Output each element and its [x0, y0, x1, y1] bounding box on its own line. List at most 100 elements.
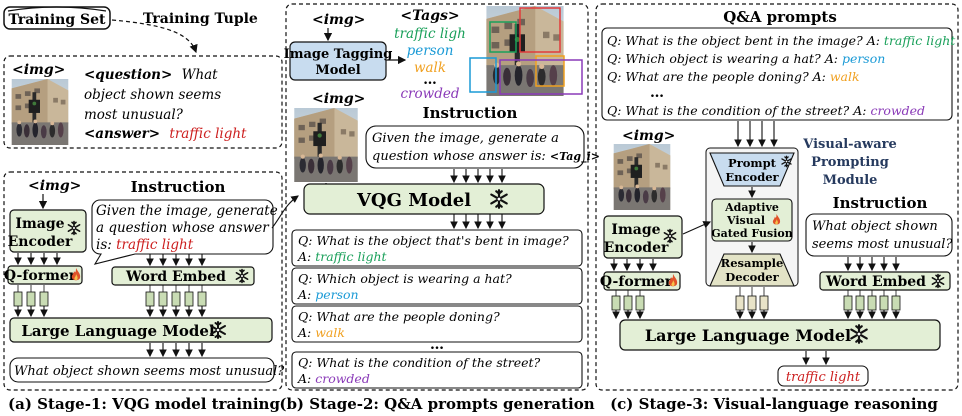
resample-decoder-box [709, 253, 795, 287]
visual-tokens [13, 285, 49, 307]
stage2-caption: (b) Stage-2: Q&A prompts generation [279, 395, 594, 413]
svg-text:Q: What is the condition of th: Q: What is the condition of the street? [298, 355, 541, 370]
stage1-instruction-bubble [91, 199, 274, 265]
training-set-database-icon [3, 6, 111, 30]
adaptive-fusion-box [711, 198, 793, 242]
stage1-output-text: What object shown seems most unusual? [14, 364, 285, 379]
stage3-instruction-title: Instruction [833, 194, 928, 212]
stage3-image-encoder-line1: Image [611, 222, 660, 238]
fusion-line3: Gated Fusion [711, 227, 792, 240]
stage3-llm-label: Large Language Model [645, 326, 851, 345]
image-encoder-box [9, 209, 87, 253]
stage3-prompt-tokens [735, 287, 769, 311]
tuple-answer-line: <answer> traffic light [84, 126, 247, 142]
prompt-line: Q: What are the people doning? A: walk [607, 69, 860, 84]
tuple-question-line2: object shown seems [84, 87, 221, 103]
module-title-line1: Visual-aware [802, 137, 896, 152]
stage1-instruction-line1: Given the image, generate [96, 203, 278, 219]
svg-text:Q: Which object is wearing a h: Q: Which object is wearing a hat? [298, 271, 512, 286]
svg-text:A: traffic light: A: traffic light [297, 249, 388, 264]
stage2-instruction-line2: question whose answer is: <Tag_i> [372, 149, 600, 164]
vqg-model-box [303, 183, 545, 215]
stage3-instruction-line1: What object shown [812, 219, 938, 234]
vqg-model-label: VQG Model [356, 190, 471, 211]
tags-label: <Tags> [400, 8, 459, 24]
svg-text:A: crowded: A: crowded [297, 371, 370, 386]
stage1-instruction-line3: is: traffic light [96, 237, 194, 253]
image-tagging-model-line2: Model [315, 63, 360, 78]
stage1-model-box [3, 171, 283, 391]
stage3-visual-tokens [611, 290, 645, 311]
fusion-line2: Visual [726, 214, 765, 227]
stage3-word-embed-label: Word Embed [825, 274, 926, 290]
module-title-line3: Module [823, 173, 878, 188]
stage2-instruction-title: Instruction [423, 104, 518, 122]
tag-ellipsis: … [423, 72, 437, 88]
stage3-panel: Q&A prompts Q: What is the object bent i… [595, 3, 959, 413]
image-tagging-model-line1: Image Tagging [284, 47, 393, 62]
module-title-line2: Prompting [811, 155, 889, 170]
stage1-instruction-line2: a question whose answer [96, 220, 270, 236]
encoder-to-fusion-arrow [682, 221, 712, 235]
tag-traffic-light: traffic ligh [394, 26, 466, 42]
stage1-to-vqg-arrow [271, 195, 299, 229]
stage3-qformer-box [603, 271, 681, 291]
qa-ellipsis: … [430, 337, 444, 353]
prompts-ellipsis: … [650, 85, 664, 101]
text-tokens [145, 285, 207, 307]
training-tuple-box [3, 55, 283, 149]
tag-person: person [407, 43, 454, 59]
stage3-street-photo [613, 144, 671, 210]
stage2-instruction-box [365, 125, 585, 169]
qa-item: Q: Which object is wearing a hat? A: per… [291, 267, 583, 305]
stage3-instruction-line2: seems most unusual? [812, 237, 953, 252]
image-tagging-model-box [289, 41, 387, 81]
tag-walk: walk [414, 60, 446, 76]
prompt-line: Q: What is the object bent in the image?… [607, 33, 956, 48]
fusion-line1: Adaptive [724, 201, 779, 214]
resample-line1: Resample [721, 256, 784, 270]
stage2-img-top-tag: <img> [312, 12, 365, 28]
stage1-llm-label: Large Language Model [21, 322, 215, 340]
stage1-instruction-title: Instruction [131, 178, 226, 196]
tuple-img-tag: <img> [12, 62, 65, 78]
stage3-image-encoder-line2: Encoder [604, 240, 669, 256]
svg-text:A: person: A: person [297, 287, 359, 302]
stage1-panel: Training Set Training Tuple <img> <quest… [3, 6, 299, 413]
stage2-img-tag: <img> [312, 91, 365, 107]
stage3-caption: (c) Stage-3: Visual-language reasoning [610, 395, 938, 413]
prompt-line: Q: What is the condition of the street? … [607, 103, 925, 118]
word-embed-box [111, 266, 255, 286]
qa-prompts-title: Q&A prompts [723, 8, 837, 26]
image-encoder-line1: Image [15, 216, 64, 232]
stage3-answer-text: traffic light [786, 370, 861, 385]
stage2-instruction-line1: Given the image, generate a [372, 131, 559, 146]
tagged-street-photo [469, 6, 583, 96]
prompt-encoder-box [709, 152, 795, 187]
qformer-label: Q-former [4, 268, 77, 284]
qa-item: Q: What are the people doning? A: walk [291, 305, 583, 343]
stage1-output-box [9, 357, 275, 383]
qformer-box [7, 265, 83, 285]
svg-text:A: walk: A: walk [297, 325, 345, 340]
qa-prompts-box [601, 27, 953, 121]
training-tuple-label: Training Tuple [143, 11, 258, 27]
stage3-image-encoder-box [603, 215, 683, 259]
tag-crowded: crowded [401, 86, 460, 102]
prompt-encoder-line2: Encoder [725, 170, 779, 184]
training-set-label: Training Set [9, 12, 107, 28]
stage1-img-tag: <img> [28, 178, 81, 194]
stage3-img-tag: <img> [622, 128, 675, 144]
stage2-street-photo [294, 108, 358, 182]
resample-line2: Decoder [725, 270, 779, 284]
image-encoder-line2: Encoder [8, 234, 73, 250]
tuple-street-photo [11, 79, 69, 145]
stage3-word-embed-box [819, 271, 951, 291]
stage2-panel: <img> Image Tagging Model <Tags> traffic… [279, 3, 600, 413]
word-embed-label: Word Embed [125, 269, 226, 285]
stage3-border [595, 3, 959, 391]
stage3-qformer-label: Q-former [600, 274, 673, 290]
qa-item: Q: What is the object that's bent in ima… [291, 229, 583, 267]
tuple-question-line1: <question> What [84, 67, 218, 83]
stage3-text-tokens [843, 290, 901, 311]
